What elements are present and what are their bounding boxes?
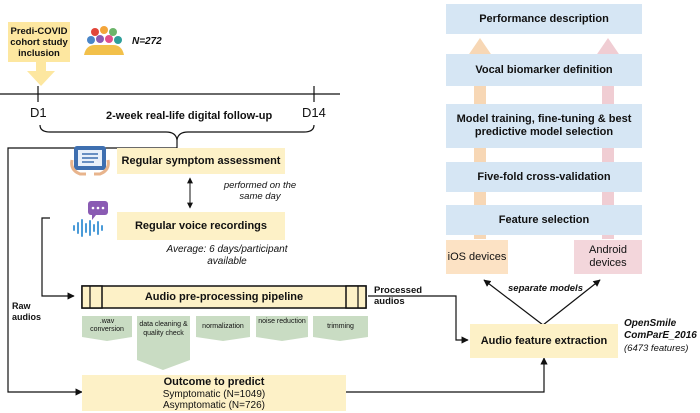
feature-selection-box: Feature selection: [446, 205, 642, 235]
performance-description-box: Performance description: [446, 4, 642, 34]
cross-validation-box: Five-fold cross-validation: [446, 162, 642, 192]
processed-audios-label: Processed audios: [374, 285, 423, 307]
step-trimming: trimming: [327, 323, 354, 330]
model-training-box: Model training, fine-tuning & best predi…: [446, 104, 642, 148]
followup-brace: [39, 124, 315, 141]
followup-label: 2-week real-life digital follow-up: [106, 110, 273, 122]
outcome-box: Outcome to predict Symptomatic (N=1049) …: [82, 375, 346, 411]
cohort-down-arrow: [27, 62, 55, 86]
opensmile-features: (6473 features): [624, 343, 689, 354]
ios-devices-box: iOS devices: [446, 240, 508, 274]
timeline-end: D14: [302, 105, 326, 120]
step-chevron-shape: [137, 316, 190, 370]
opensmile-label: OpenSmile ComParE_2016: [624, 318, 697, 341]
step-wav-conversion: .wav conversion: [90, 318, 124, 333]
outcome-symptomatic: Symptomatic (N=1049): [162, 389, 266, 400]
symptom-assessment-box: Regular symptom assessment: [117, 148, 285, 174]
vocal-biomarker-box: Vocal biomarker definition: [446, 54, 642, 86]
timeline-start: D1: [30, 105, 47, 120]
outcome-title: Outcome to predict: [163, 376, 265, 388]
same-day-label: performed on the same day: [223, 180, 297, 202]
step-noise-reduction: noise reduction: [258, 318, 306, 325]
step-data-cleaning: data cleaning & quality check: [139, 321, 188, 337]
cohort-n: N=272: [132, 36, 162, 47]
step-normalization: normalization: [202, 323, 244, 330]
separate-models-label: separate models: [508, 283, 583, 294]
average-label: Average: 6 days/participant available: [166, 244, 288, 267]
pipeline-title: Audio pre-processing pipeline: [144, 291, 304, 303]
android-devices-box: Android devices: [574, 240, 642, 274]
raw-audios-label: Raw audios: [12, 301, 42, 322]
outcome-asymptomatic: Asymptomatic (N=726): [163, 400, 265, 411]
cohort-inclusion-box: Predi-COVID cohort study inclusion: [8, 22, 70, 62]
voice-recordings-box: Regular voice recordings: [117, 212, 285, 240]
feature-extraction-box: Audio feature extraction: [470, 324, 618, 358]
